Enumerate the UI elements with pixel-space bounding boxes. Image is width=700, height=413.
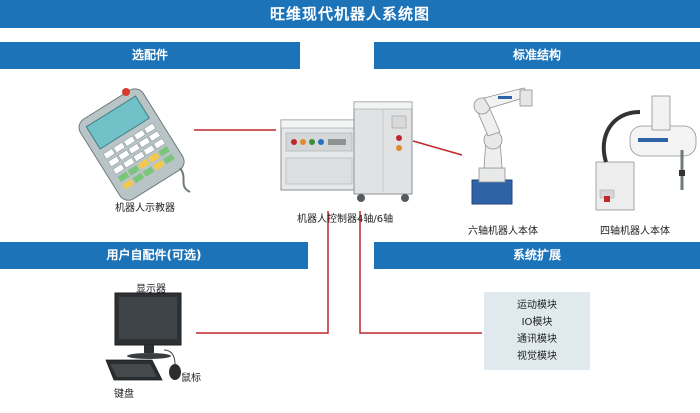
diagram-title: 旺维现代机器人系统图 (269, 5, 430, 23)
section-optional-parts: 选配件 (0, 42, 300, 69)
display-label: 显示器 (136, 284, 166, 295)
title-bar (0, 0, 700, 28)
four-axis-robot-image (595, 95, 697, 211)
keyboard-label: 键盘 (114, 389, 134, 400)
expansion-module-io: IO模块 (521, 317, 553, 328)
four-axis-robot-label: 四轴机器人本体 (600, 226, 670, 237)
connector-controller-robot (412, 140, 463, 156)
six-axis-robot-label: 六轴机器人本体 (468, 226, 538, 237)
expansion-module-motion: 运动模块 (517, 300, 557, 311)
expansion-modules-box: 运动模块 IO模块 通讯模块 视觉模块 (484, 292, 590, 370)
pc-image (105, 292, 182, 381)
section-system-expansion: 系统扩展 (374, 242, 700, 269)
emergency-stop-icon (122, 88, 130, 96)
controller-label: 机器人控制器4轴/6轴 (297, 214, 394, 225)
teach-pendant-image (78, 88, 191, 201)
section-user-parts: 用户自配件(可选) (0, 242, 308, 269)
expansion-module-communication: 通讯模块 (517, 334, 557, 345)
section-standard-structure: 标准结构 (374, 42, 700, 69)
expansion-module-vision: 视觉模块 (517, 351, 557, 362)
mouse-label: 鼠标 (181, 373, 201, 384)
connectors (194, 129, 482, 334)
connector-controller-expansion (359, 211, 482, 334)
controller-image (280, 101, 413, 202)
six-axis-robot-image (471, 87, 533, 205)
connector-controller-pc (196, 211, 329, 334)
teach-pendant-label: 机器人示教器 (115, 203, 175, 214)
